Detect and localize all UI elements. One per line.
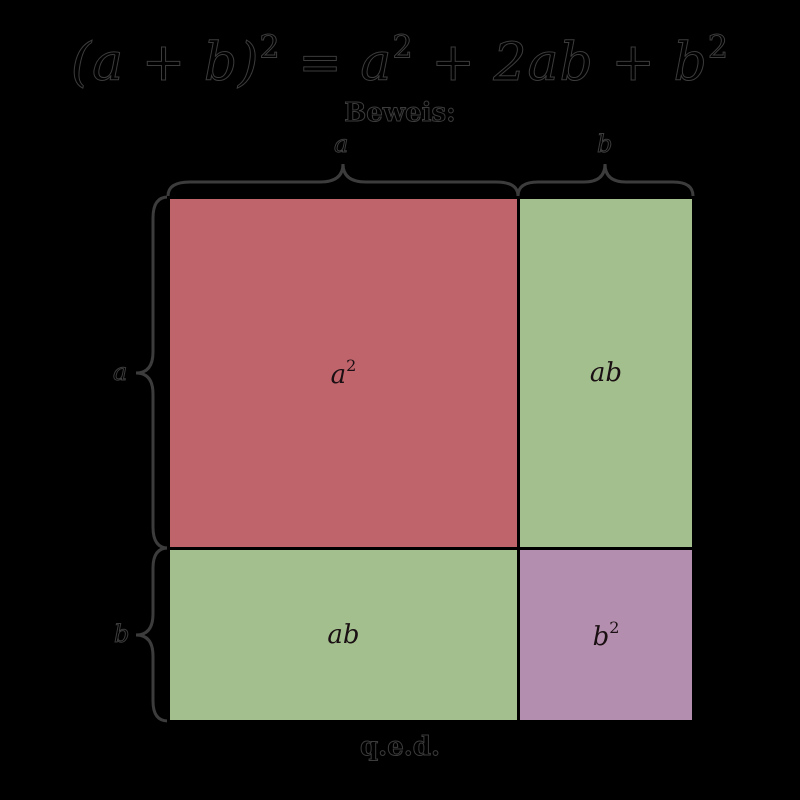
formula-exponent: 2 [392,28,414,67]
formula-part: 2ab [493,33,594,94]
formula-part: a [360,33,393,94]
left-brace-label-b: b [113,620,130,649]
formula-exponent: 2 [259,28,281,67]
formula-part: b) [203,33,260,94]
cell-label: b2 [592,618,620,652]
left-brace-b-icon [135,546,169,723]
cell-ab-top-right: ab [517,196,695,550]
left-brace-a-icon [135,195,169,550]
formula-plus: + [431,33,476,94]
cell-label: ab [589,358,623,388]
left-brace-label-a: a [112,358,128,387]
top-brace-a-icon [166,163,520,197]
formula-part: b [673,33,708,94]
top-brace-label-a: a [333,130,349,159]
formula-plus: + [141,33,187,94]
formula-equals: = [298,33,343,94]
top-brace-b-icon [516,163,695,197]
top-brace-label-b: b [596,130,613,159]
proof-heading: Beweis: [344,98,457,129]
cell-label: a2 [330,356,357,390]
cell-ab-bottom-left: ab [167,547,520,723]
formula-part: (a [70,33,125,94]
formula-exponent: 2 [707,28,730,67]
formula-plus: + [611,33,656,94]
cell-a-squared: a2 [167,196,520,550]
qed-footer: q.e.d. [359,732,441,763]
formula-title: (a + b)2 = a2 + 2ab + b2 [0,28,800,94]
cell-label: ab [327,620,360,650]
cell-b-squared: b2 [517,547,695,723]
